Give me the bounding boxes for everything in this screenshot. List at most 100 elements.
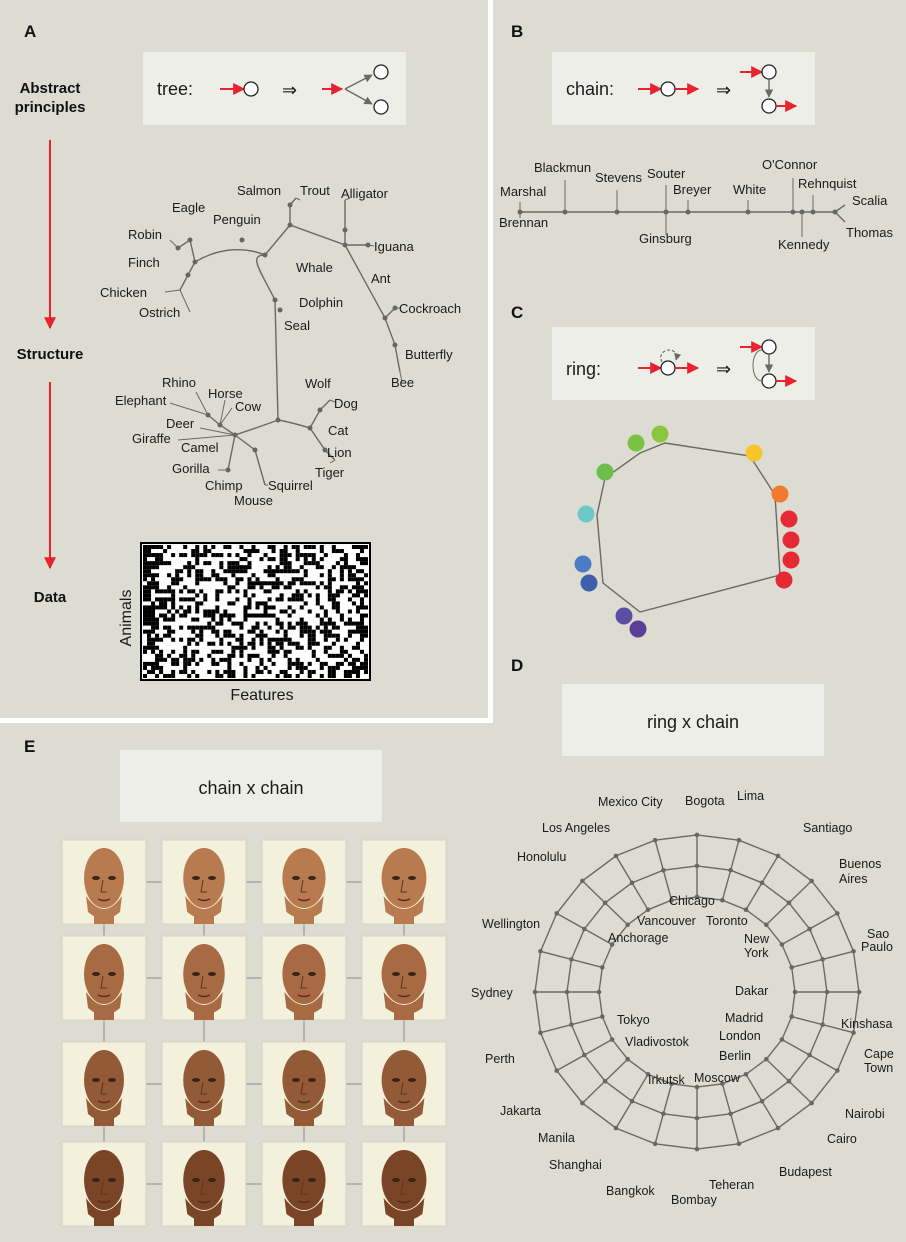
matrix-cell [163, 601, 168, 606]
matrix-cell [291, 581, 296, 586]
matrix-cell [159, 653, 164, 658]
matrix-cell [251, 625, 256, 630]
matrix-cell [151, 545, 156, 550]
matrix-cell [151, 613, 156, 618]
matrix-cell [239, 569, 244, 574]
matrix-cell [315, 613, 320, 618]
matrix-cell [215, 597, 220, 602]
face-head [381, 1150, 427, 1210]
matrix-cell [291, 545, 296, 550]
matrix-cell [299, 605, 304, 610]
matrix-cell [335, 661, 340, 666]
matrix-cell [247, 597, 252, 602]
matrix-cell [299, 621, 304, 626]
matrix-cell [259, 641, 264, 646]
matrix-cell [363, 629, 368, 634]
chain-node-label-marshal: Marshal [500, 184, 546, 199]
matrix-cell [323, 621, 328, 626]
data-matrix-cells [143, 545, 368, 678]
matrix-cell [347, 653, 352, 658]
matrix-cell [339, 589, 344, 594]
face-head [183, 848, 225, 908]
matrix-cell [207, 613, 212, 618]
face-head [381, 1050, 427, 1110]
matrix-cell [155, 597, 160, 602]
matrix-cell [331, 625, 336, 630]
matrix-cell [255, 669, 260, 674]
matrix-cell [327, 665, 332, 670]
tree-node-label-alligator: Alligator [341, 186, 389, 201]
chain-node-label-stevens: Stevens [595, 170, 642, 185]
tree-node-label-bee: Bee [391, 375, 414, 390]
matrix-cell [195, 649, 200, 654]
matrix-cell [227, 545, 232, 550]
tree-node [382, 315, 388, 321]
tree-node-label-iguana: Iguana [374, 239, 415, 254]
chain-node-label-white: White [733, 182, 766, 197]
matrix-cell [319, 549, 324, 554]
matrix-cell [335, 605, 340, 610]
matrix-cell [263, 613, 268, 618]
matrix-cell [347, 577, 352, 582]
tree-node [277, 307, 283, 313]
face-tile [161, 1141, 247, 1227]
tree-leader [169, 239, 179, 249]
matrix-cell [147, 609, 152, 614]
matrix-cell [211, 641, 216, 646]
matrix-cell [263, 633, 268, 638]
matrix-cell [331, 605, 336, 610]
tree-node-label-dolphin: Dolphin [299, 295, 343, 310]
matrix-cell [183, 649, 188, 654]
chain-rule-glyph: ⇒ [638, 64, 798, 114]
matrix-cell [359, 661, 364, 666]
matrix-cell [327, 669, 332, 674]
matrix-cell [179, 577, 184, 582]
matrix-cell [359, 613, 364, 618]
matrix-cell [259, 657, 264, 662]
tree-node [239, 237, 245, 243]
matrix-cell [251, 645, 256, 650]
matrix-cell [267, 545, 272, 550]
matrix-cell [267, 637, 272, 642]
matrix-cell [275, 641, 280, 646]
matrix-cell [143, 665, 148, 670]
matrix-cell [167, 609, 172, 614]
face-tile [361, 935, 447, 1021]
matrix-cell [227, 653, 232, 658]
matrix-cell [331, 545, 336, 550]
matrix-cell [175, 657, 180, 662]
matrix-cell [287, 605, 292, 610]
matrix-cell [151, 561, 156, 566]
matrix-cell [163, 617, 168, 622]
matrix-cell [339, 577, 344, 582]
tree-node-label-squirrel: Squirrel [268, 478, 313, 493]
matrix-cell [295, 657, 300, 662]
matrix-cell [219, 649, 224, 654]
matrix-cell [151, 585, 156, 590]
matrix-cell [171, 601, 176, 606]
matrix-cell [351, 629, 356, 634]
matrix-cell [343, 553, 348, 558]
cylinder-spoke [745, 1073, 779, 1129]
matrix-cell [203, 625, 208, 630]
matrix-cell [151, 609, 156, 614]
panel-label-b: B [511, 22, 523, 41]
matrix-cell [303, 569, 308, 574]
matrix-cell [211, 569, 216, 574]
matrix-cell [235, 645, 240, 650]
matrix-cell [303, 561, 308, 566]
matrix-cell [243, 593, 248, 598]
matrix-cell [247, 657, 252, 662]
matrix-cell [307, 625, 312, 630]
matrix-cell [219, 641, 224, 646]
tree-node [287, 222, 293, 228]
matrix-cell [191, 625, 196, 630]
matrix-cell [291, 577, 296, 582]
matrix-cell [251, 629, 256, 634]
matrix-cell [331, 641, 336, 646]
matrix-cell [295, 597, 300, 602]
matrix-cell [179, 589, 184, 594]
matrix-cell [359, 625, 364, 630]
matrix-cell [147, 553, 152, 558]
matrix-cell [207, 577, 212, 582]
